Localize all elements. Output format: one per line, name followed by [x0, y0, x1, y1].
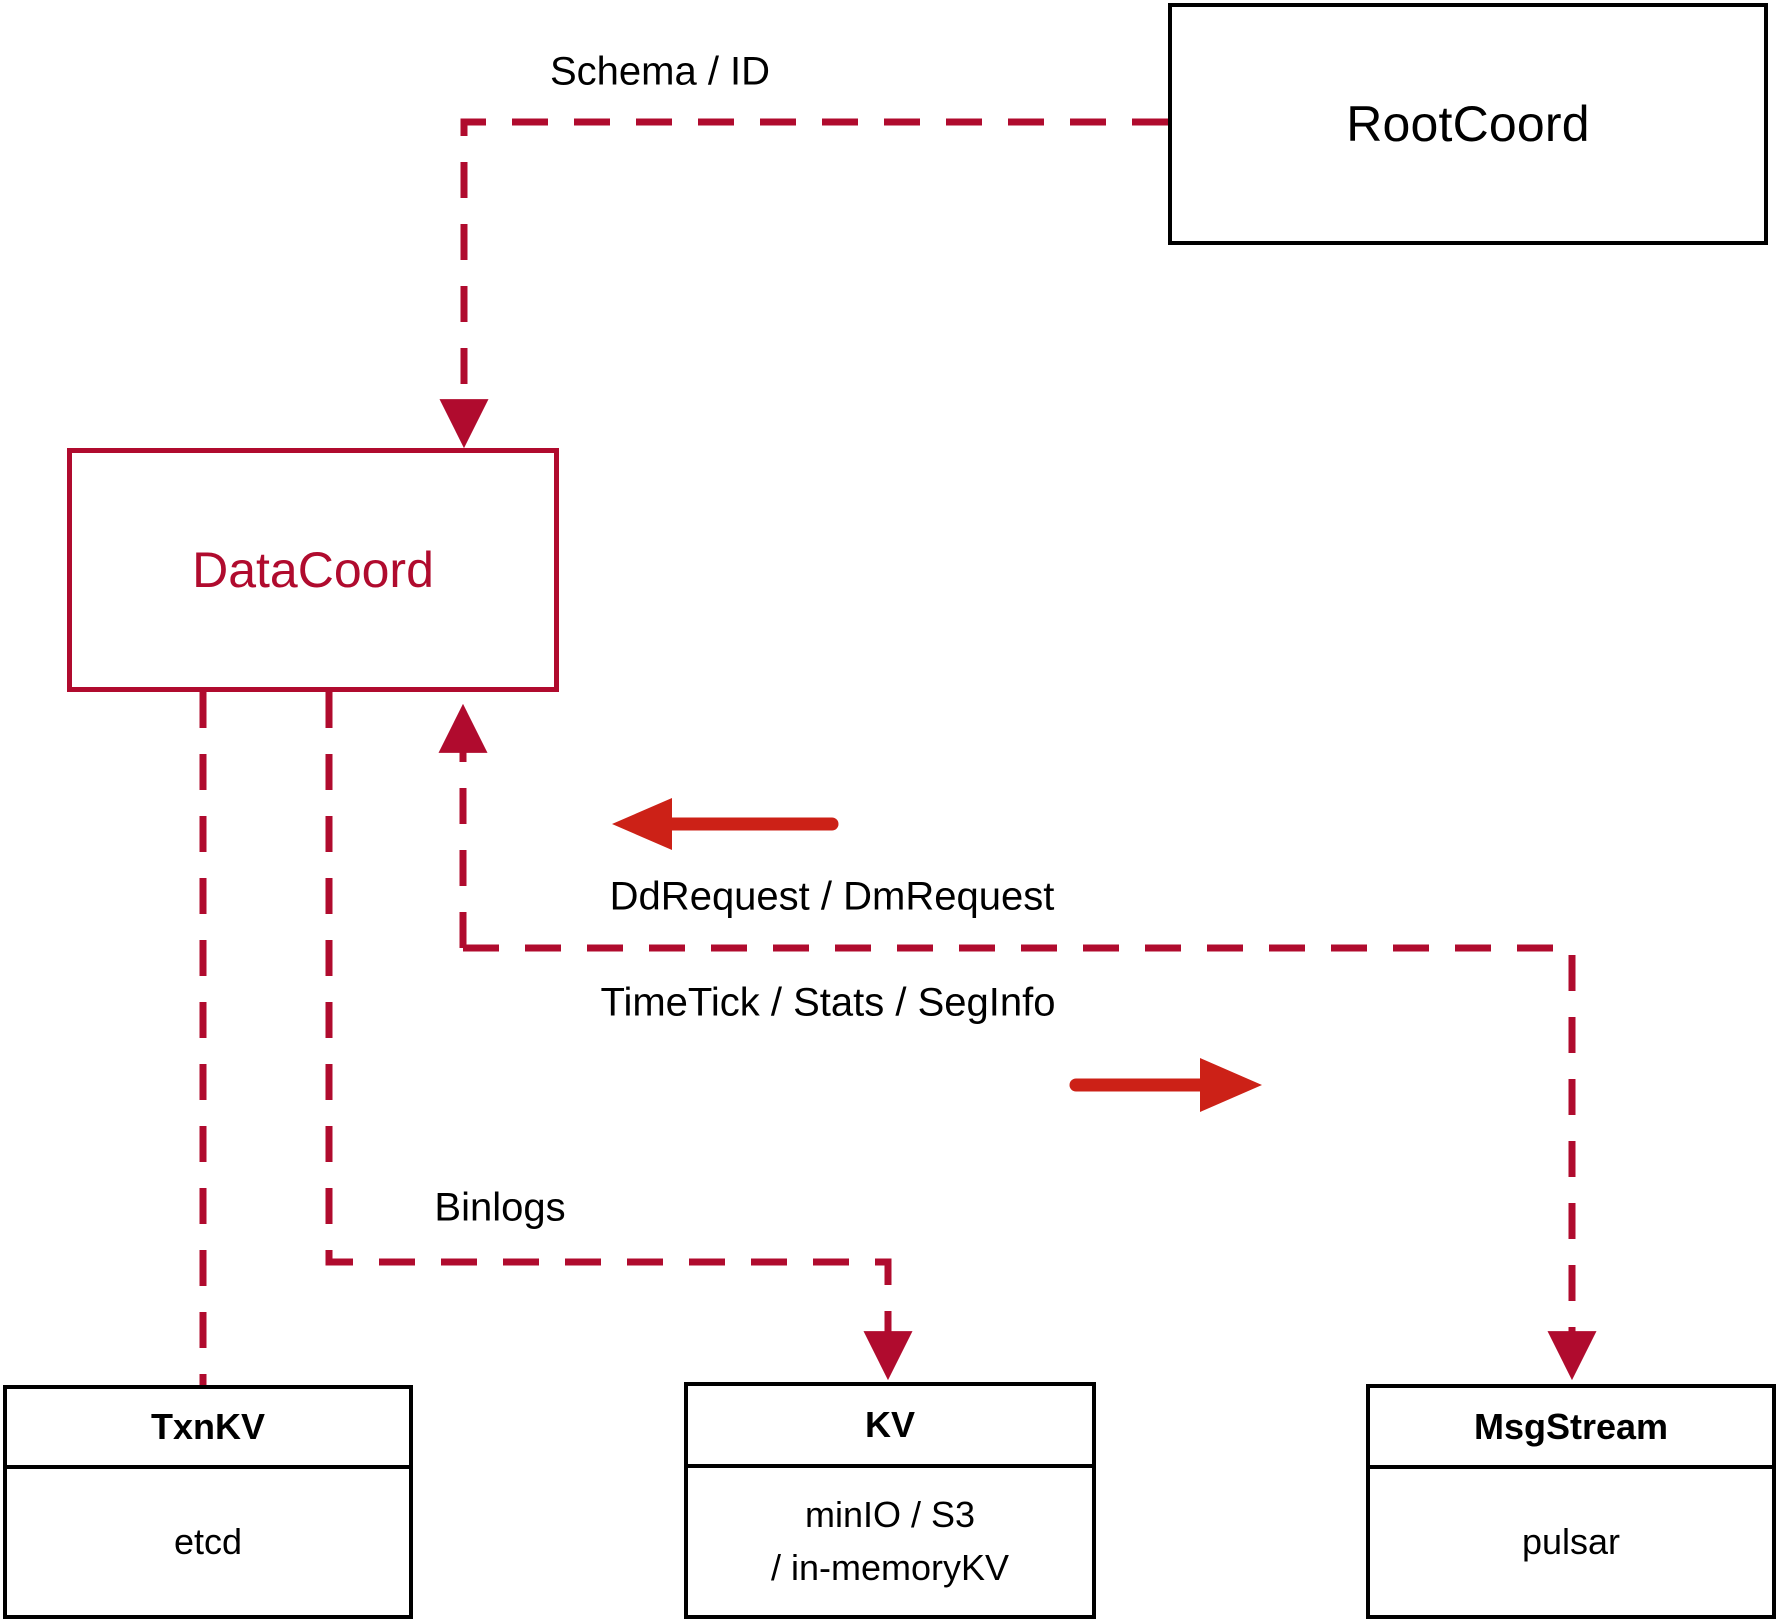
node-kv[interactable]: KV minIO / S3 / in-memoryKV [684, 1382, 1096, 1619]
direction-arrow-left-icon [612, 798, 839, 850]
node-msgstream[interactable]: MsgStream pulsar [1366, 1384, 1776, 1619]
edge-label-ddrequest: DdRequest / DmRequest [609, 874, 1055, 919]
node-kv-body-line-2: / in-memoryKV [770, 1546, 1010, 1588]
node-rootcoord-label: RootCoord [1346, 96, 1590, 152]
direction-arrow-right-icon [1069, 1058, 1262, 1112]
node-msgstream-title: MsgStream [1370, 1388, 1772, 1469]
edge-binlogs [325, 692, 913, 1381]
node-txnkv-body-line: etcd [173, 1520, 243, 1562]
node-msgstream-body: pulsar [1370, 1469, 1772, 1615]
node-txnkv-body: etcd [7, 1469, 409, 1615]
node-txnkv[interactable]: TxnKV etcd [3, 1385, 413, 1619]
edge-label-binlogs: Binlogs [434, 1185, 566, 1230]
node-msgstream-body-line: pulsar [1521, 1520, 1621, 1562]
node-datacoord-label: DataCoord [192, 542, 434, 598]
node-datacoord[interactable]: DataCoord [67, 448, 559, 692]
edge-schema-id [439, 118, 1168, 449]
node-rootcoord[interactable]: RootCoord [1168, 3, 1768, 245]
node-txnkv-title: TxnKV [7, 1389, 409, 1469]
edge-label-schema-id: Schema / ID [549, 49, 771, 94]
node-kv-body: minIO / S3 / in-memoryKV [688, 1468, 1092, 1615]
node-kv-title: KV [688, 1386, 1092, 1468]
edge-ddrequest-timetick [438, 703, 1597, 1381]
node-kv-body-line-1: minIO / S3 [804, 1494, 976, 1536]
edge-label-timetick: TimeTick / Stats / SegInfo [600, 980, 1056, 1025]
